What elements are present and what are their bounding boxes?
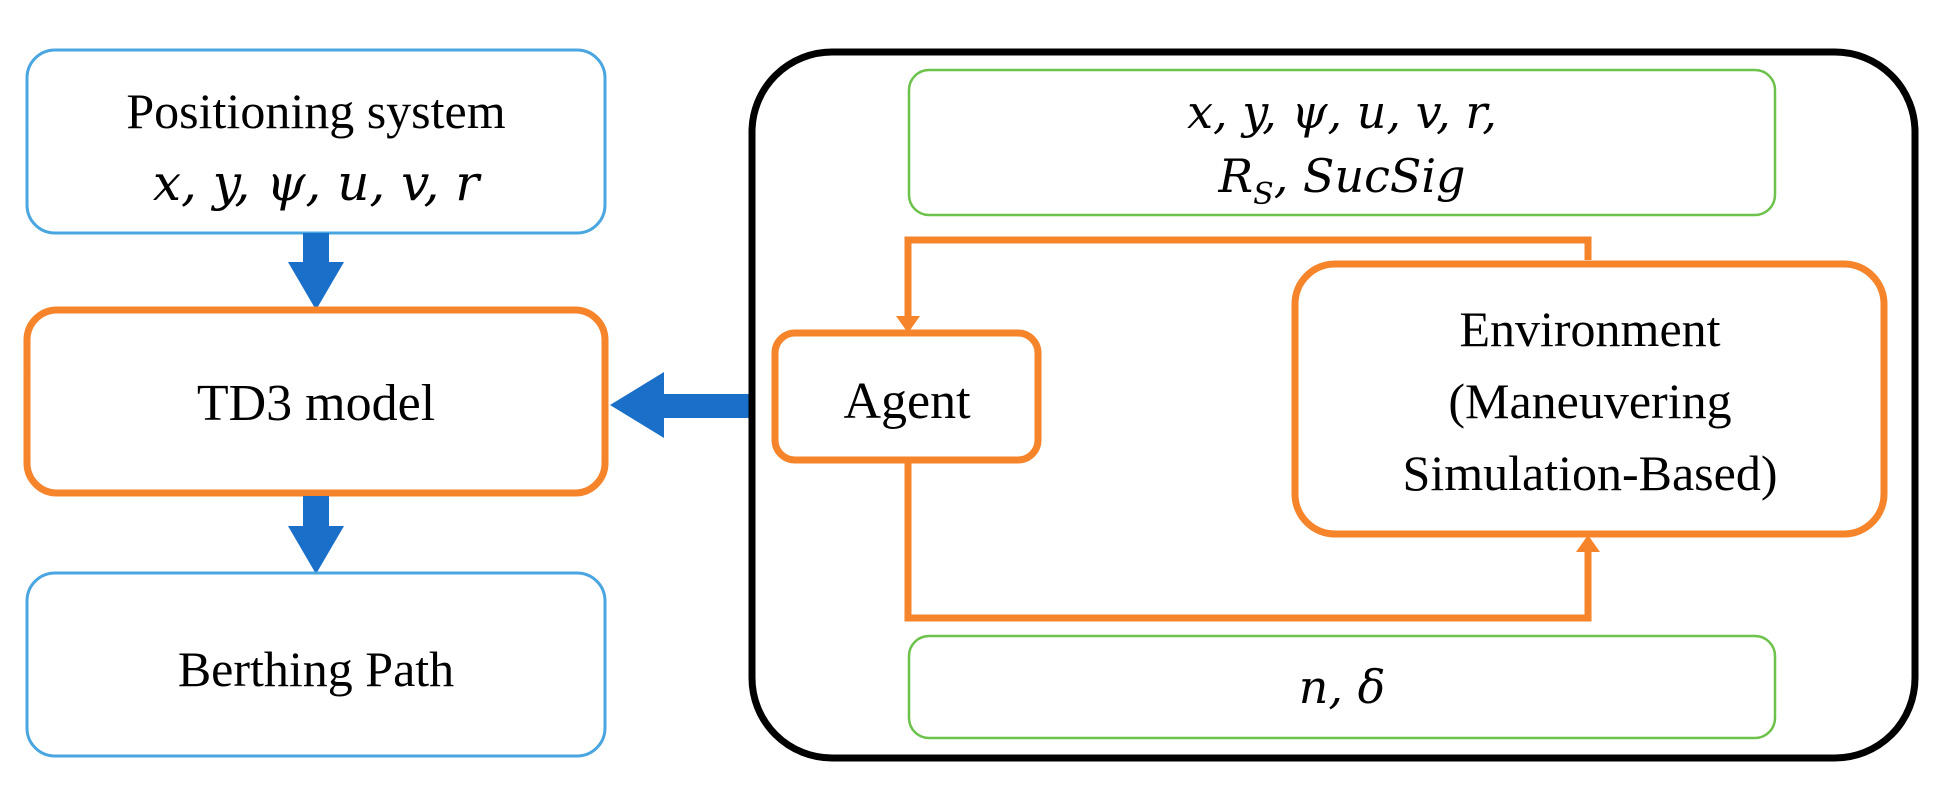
berthing-path-label: Berthing Path bbox=[178, 641, 454, 697]
state-success-signal: , SucSig bbox=[1274, 149, 1466, 203]
arrow-environment-to-agent bbox=[896, 236, 1592, 333]
td3-model-label: TD3 model bbox=[197, 375, 435, 432]
action-box bbox=[907, 634, 1777, 740]
arrow-rl-to-td3 bbox=[610, 372, 754, 438]
arrow-positioning-to-td3 bbox=[288, 233, 344, 310]
environment-line-2: (Maneuvering bbox=[1448, 373, 1731, 429]
berthing-path-box bbox=[25, 571, 607, 758]
action-label: n, δ bbox=[1299, 660, 1386, 714]
arrow-agent-to-environment bbox=[904, 460, 1600, 622]
agent-label: Agent bbox=[843, 373, 971, 430]
state-reward-subscript: S bbox=[1253, 177, 1274, 212]
state-line-2: RS, SucSig bbox=[1217, 149, 1465, 212]
agent-box bbox=[771, 329, 1042, 464]
state-box bbox=[907, 68, 1777, 217]
state-reward-symbol: R bbox=[1217, 149, 1253, 203]
td3-model-box bbox=[23, 306, 609, 497]
positioning-system-variables: x, y, ψ, u, v, r bbox=[153, 154, 482, 212]
environment-box bbox=[1291, 260, 1888, 538]
positioning-system-title: Positioning system bbox=[126, 83, 505, 139]
arrow-td3-to-berthing bbox=[288, 496, 344, 574]
environment-line-1: Environment bbox=[1459, 301, 1720, 357]
state-line-1: x, y, ψ, u, v, r, bbox=[1187, 85, 1497, 139]
environment-line-3: Simulation-Based) bbox=[1403, 445, 1778, 501]
